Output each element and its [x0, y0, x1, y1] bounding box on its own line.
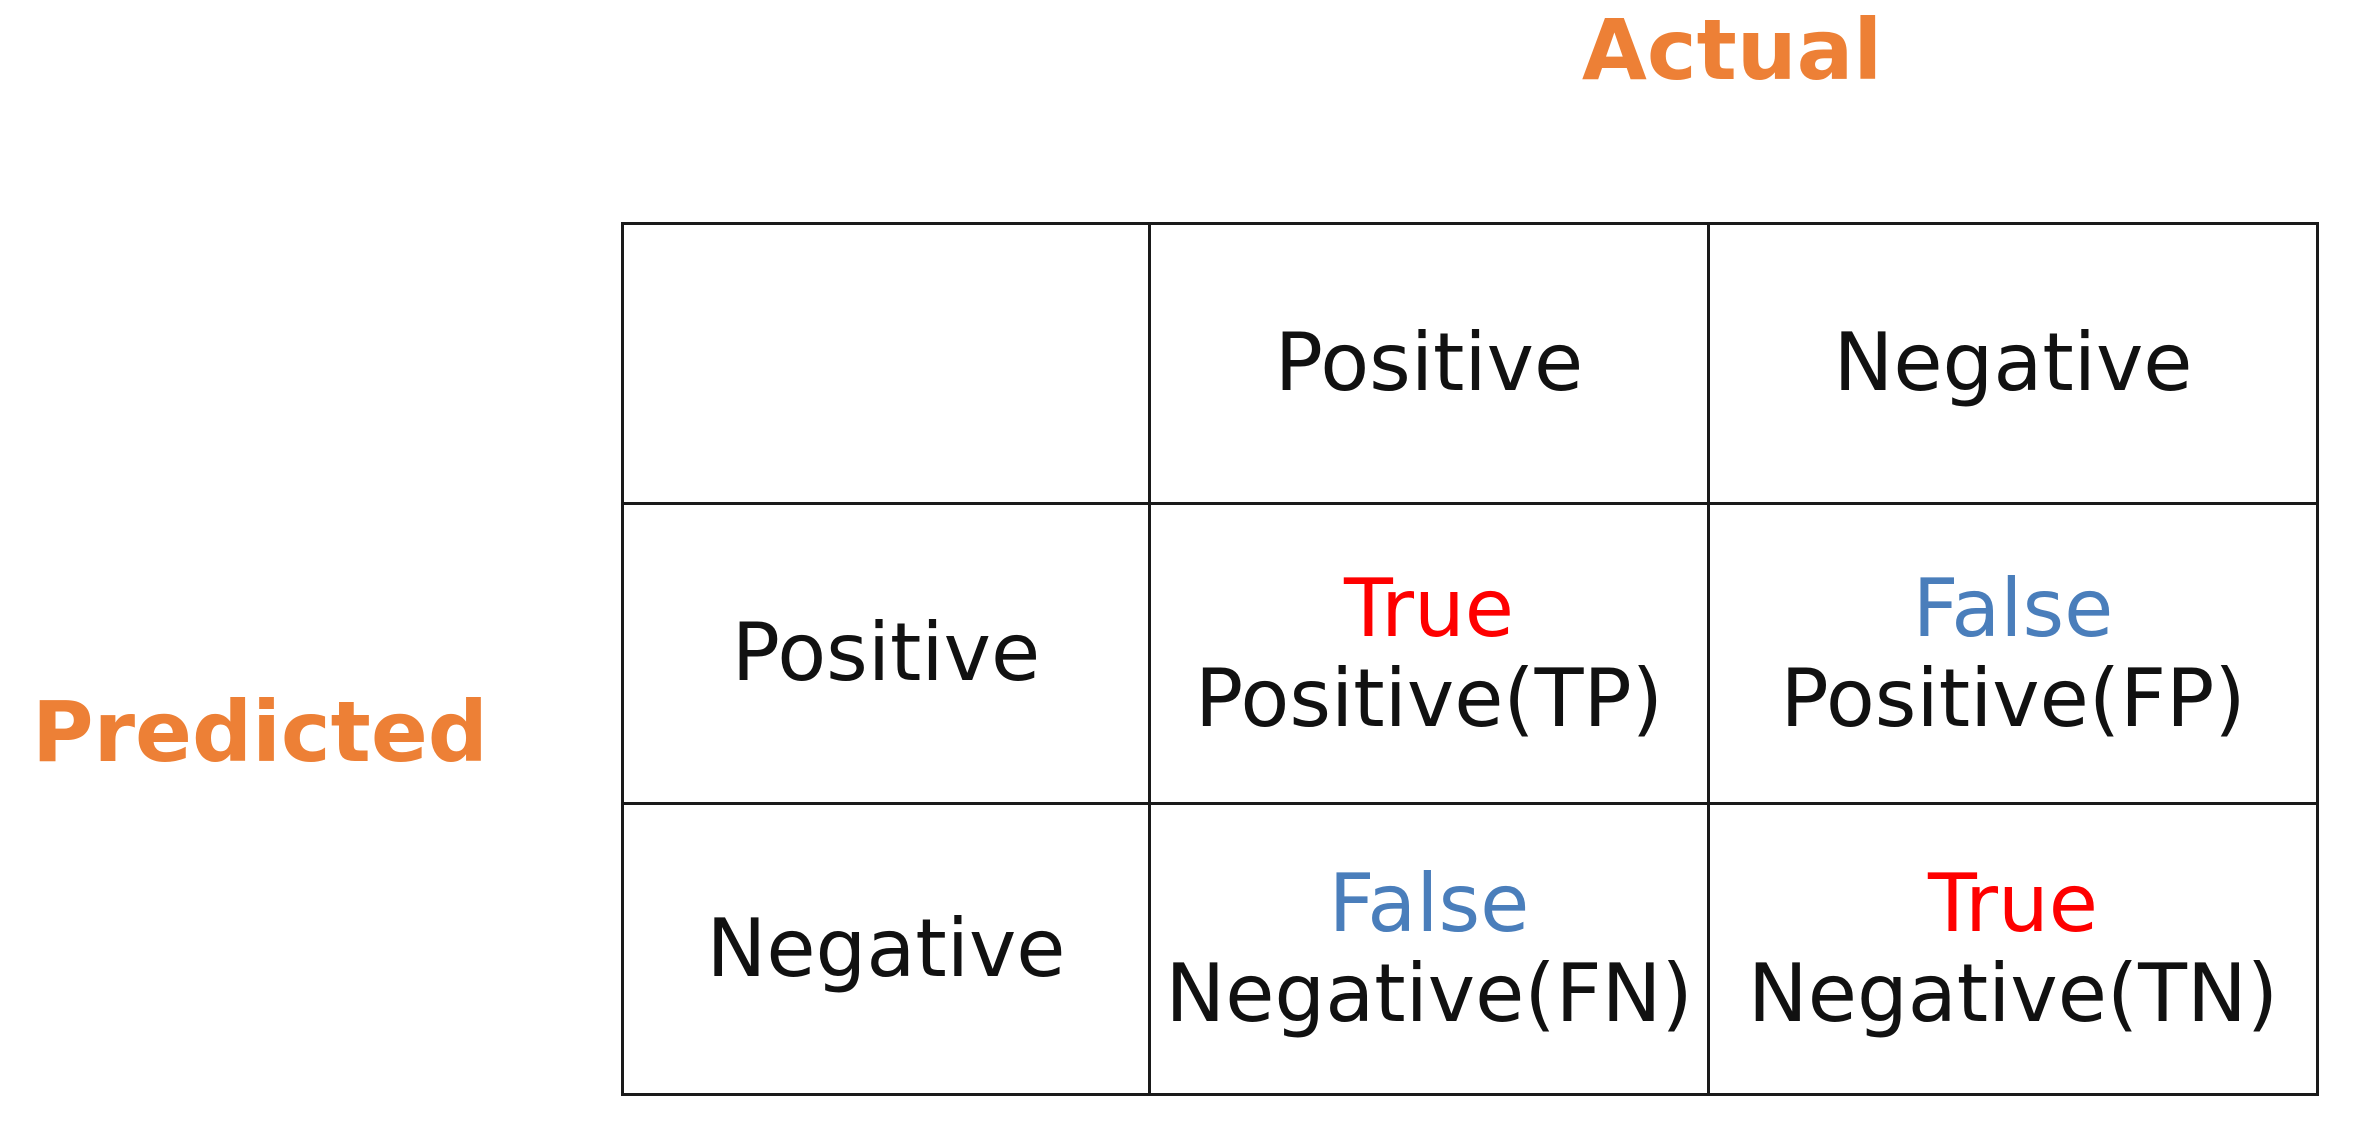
cell-qualifier-fp: False — [1912, 561, 2114, 655]
cell-true-positive: True Positive(TP) — [1148, 502, 1710, 805]
corner-cell — [621, 222, 1151, 505]
confusion-matrix-table: Positive Negative Positive True Positive… — [621, 222, 2319, 1096]
column-header-positive: Positive — [1148, 222, 1710, 505]
row-header-positive: Positive — [621, 502, 1151, 805]
table-row-predicted-positive: Positive True Positive(TP) False Positiv… — [621, 502, 2319, 805]
table-header-row: Positive Negative — [621, 222, 2319, 505]
cell-detail-tp: Positive(TP) — [1195, 651, 1663, 745]
cell-true-negative: True Negative(TN) — [1707, 802, 2319, 1096]
column-header-negative: Negative — [1707, 222, 2319, 505]
cell-detail-fp: Positive(FP) — [1780, 651, 2246, 745]
cell-false-negative: False Negative(FN) — [1148, 802, 1710, 1096]
predicted-axis-title: Predicted — [32, 683, 488, 781]
row-header-negative: Negative — [621, 802, 1151, 1096]
cell-false-positive: False Positive(FP) — [1707, 502, 2319, 805]
cell-detail-tn: Negative(TN) — [1747, 947, 2279, 1040]
cell-qualifier-fn: False — [1328, 857, 1530, 951]
table-row-predicted-negative: Negative False Negative(FN) True Negativ… — [621, 802, 2319, 1096]
actual-axis-title: Actual — [1581, 1, 1883, 99]
cell-qualifier-tn: True — [1928, 857, 2098, 951]
cell-qualifier-tp: True — [1344, 561, 1514, 655]
cell-detail-fn: Negative(FN) — [1165, 947, 1693, 1040]
